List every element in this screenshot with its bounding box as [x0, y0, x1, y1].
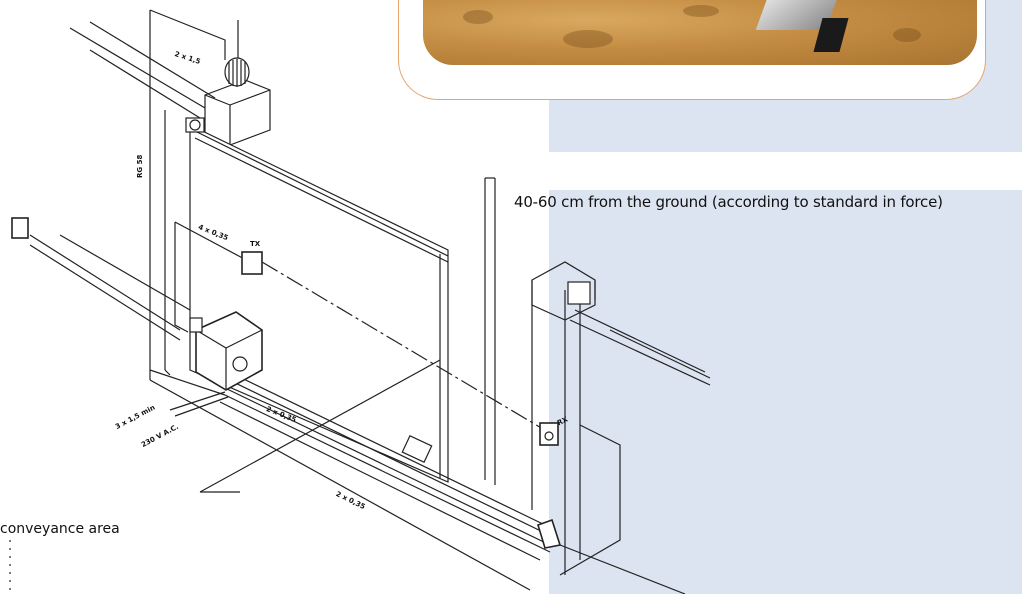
- ground-rail: [219, 369, 551, 561]
- photocell-beam: [261, 261, 549, 433]
- right-pillar: [484, 177, 711, 576]
- top-pulley-icon: [185, 117, 205, 133]
- gate-motor-icon: [189, 311, 263, 391]
- height-caption: 40-60 cm from the ground (according to s…: [514, 193, 943, 211]
- area-pointer-line: [199, 359, 441, 493]
- flashing-light-box: [204, 79, 271, 146]
- sliding-gate-leaf: [189, 124, 449, 483]
- left-photocell-post: [11, 217, 191, 341]
- gate-end-stop: [537, 518, 686, 594]
- wire-label-photocell-tag: TX: [250, 240, 261, 248]
- left-pillar: [149, 9, 531, 591]
- right-photocell-icon: [539, 422, 559, 446]
- power-cables: [149, 369, 229, 417]
- flashing-light-icon: [224, 20, 250, 87]
- panel-gap: [549, 152, 1022, 190]
- photocell-cable: [174, 221, 263, 333]
- product-photo: [423, 0, 977, 65]
- conveyance-area-caption: conveyance area: [0, 521, 120, 537]
- top-cable-rails: [69, 21, 216, 119]
- wire-label-vertical: RG 58: [136, 154, 144, 178]
